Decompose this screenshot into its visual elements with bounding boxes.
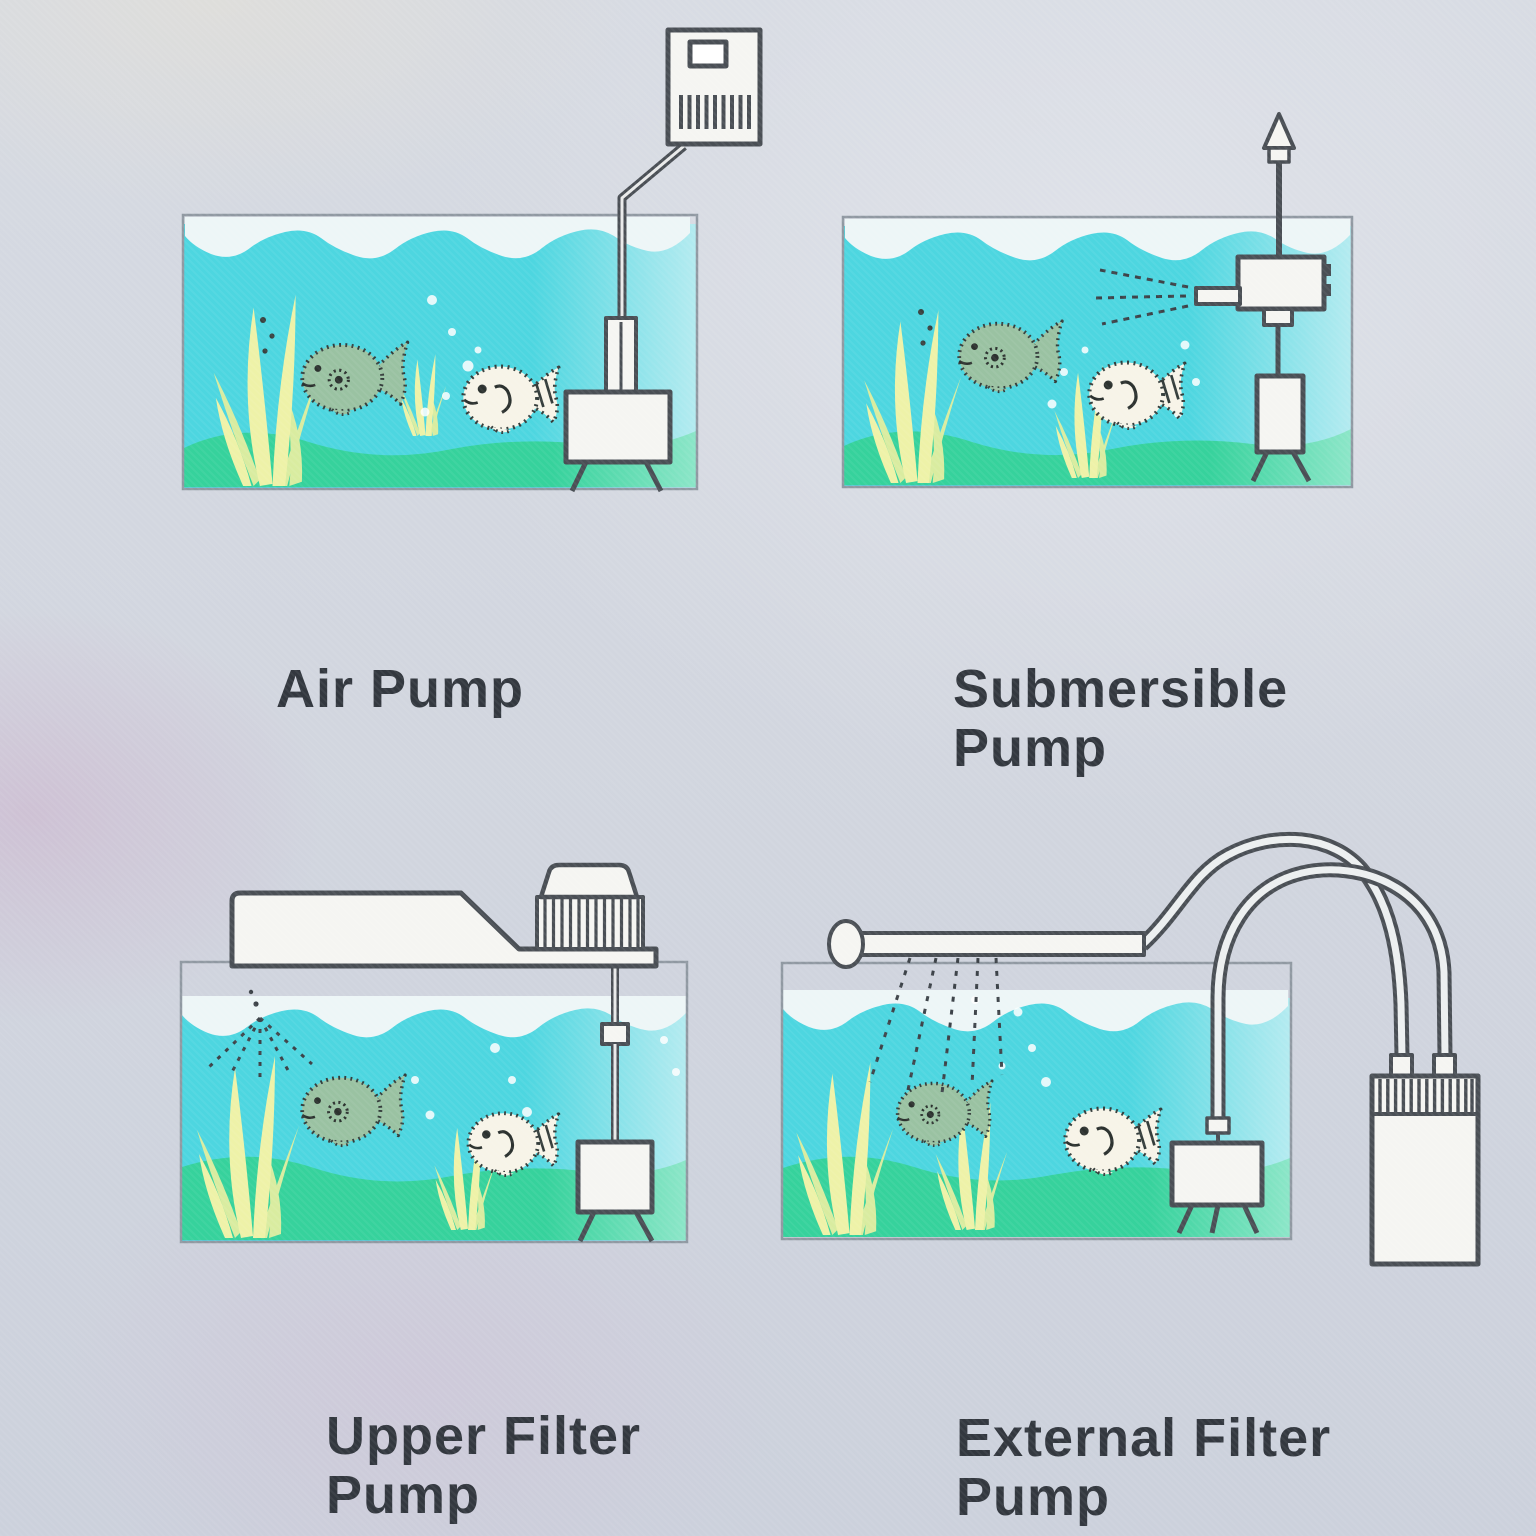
flow-arrow <box>1262 112 1296 150</box>
bubbles <box>420 295 482 417</box>
spray-bar-cap <box>827 919 865 969</box>
caption-submersible-pump: Submersible Pump <box>953 659 1289 779</box>
water-spray <box>1093 268 1189 326</box>
panel-submersible-pump <box>841 112 1354 489</box>
panel-external-filter-pump <box>780 831 1481 1267</box>
tank-frame <box>780 961 1293 1241</box>
intake-box <box>1169 1140 1265 1208</box>
food-specks <box>260 317 275 354</box>
canister-body <box>1369 1073 1481 1267</box>
submersible-pump-icon <box>1093 112 1331 483</box>
intake-tube <box>1254 373 1306 455</box>
external-filter-pump-icon <box>827 831 1481 1267</box>
caption-external-filter-pump: External Filter Pump <box>956 1408 1332 1528</box>
pump-vents <box>679 95 751 129</box>
upper-filter-pump-icon <box>229 862 659 1243</box>
motor-dome <box>538 862 640 900</box>
canister-cap-ribs <box>1378 1079 1474 1112</box>
caption-air-pump: Air Pump <box>276 659 525 719</box>
food-specks <box>918 309 933 346</box>
spray-bar <box>856 931 1146 957</box>
bubbles <box>411 1036 680 1120</box>
intake-box <box>575 1139 655 1215</box>
motor-fins <box>543 899 640 947</box>
tank-frame <box>841 215 1354 489</box>
caption-upper-filter-pump: Upper Filter Pump <box>326 1406 642 1526</box>
panel-upper-filter-pump <box>179 862 689 1244</box>
spray-droplets <box>868 957 1004 1094</box>
pump-body <box>1235 254 1327 312</box>
air-pump-icon <box>563 27 763 493</box>
tank-frame <box>181 213 699 491</box>
panel-air-pump <box>181 27 763 493</box>
air-stone <box>563 389 673 465</box>
fountain-spray <box>206 989 313 1082</box>
outlet-spout <box>1194 286 1242 306</box>
